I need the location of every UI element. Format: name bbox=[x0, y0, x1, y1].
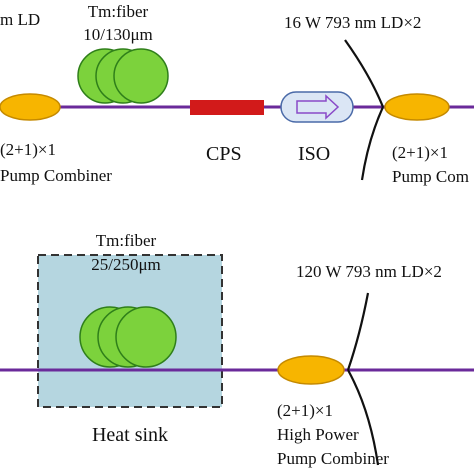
cps-block bbox=[190, 100, 264, 115]
bottom-combiner-line2: High Power bbox=[277, 425, 359, 444]
cps-label: CPS bbox=[206, 143, 242, 165]
top-pump-fiber-upper bbox=[344, 39, 385, 108]
top-stage: m LD Tm:fiber 10/130μm 16 W 793 nm LD×2 … bbox=[0, 2, 474, 186]
top-tm-fiber-coil bbox=[77, 48, 169, 104]
top-combiner-right-line1: (2+1)×1 bbox=[392, 143, 448, 162]
top-left-pump-combiner bbox=[0, 93, 61, 121]
top-right-pump-combiner bbox=[384, 93, 450, 121]
iso-isolator bbox=[280, 91, 354, 123]
top-coil-ring-3 bbox=[113, 48, 169, 104]
top-combiner-left-line1: (2+1)×1 bbox=[0, 140, 56, 159]
bottom-combiner-line1: (2+1)×1 bbox=[277, 401, 333, 420]
iso-label: ISO bbox=[298, 143, 330, 165]
bottom-fiber-label-line1: Tm:fiber bbox=[96, 231, 157, 250]
bottom-fiber-label-line2: 25/250μm bbox=[91, 255, 161, 274]
iso-arrow-icon bbox=[296, 94, 340, 120]
top-combiner-right-line2: Pump Com bbox=[392, 167, 469, 186]
bottom-ld-label: 120 W 793 nm LD×2 bbox=[296, 262, 442, 281]
iso-body bbox=[280, 91, 354, 123]
bottom-stage: Tm:fiber 25/250μm Heat sink 120 W 793 nm… bbox=[0, 231, 474, 468]
top-pump-fiber-lower bbox=[360, 106, 385, 181]
bottom-pump-fiber-lower bbox=[347, 369, 380, 466]
top-fiber-label-line2: 10/130μm bbox=[83, 25, 153, 44]
top-ld-left-label: m LD bbox=[0, 10, 40, 29]
top-ld-right-label: 16 W 793 nm LD×2 bbox=[284, 13, 421, 32]
bottom-pump-combiner bbox=[277, 355, 345, 385]
top-combiner-left-line2: Pump Combiner bbox=[0, 166, 112, 185]
bottom-combiner-line3: Pump Combiner bbox=[277, 449, 389, 468]
top-fiber-label-line1: Tm:fiber bbox=[88, 2, 149, 21]
bottom-coil-ring-3 bbox=[115, 306, 177, 368]
bottom-pump-fiber-upper bbox=[346, 292, 370, 371]
bottom-tm-fiber-coil bbox=[79, 306, 177, 368]
heat-sink-label: Heat sink bbox=[92, 424, 168, 446]
